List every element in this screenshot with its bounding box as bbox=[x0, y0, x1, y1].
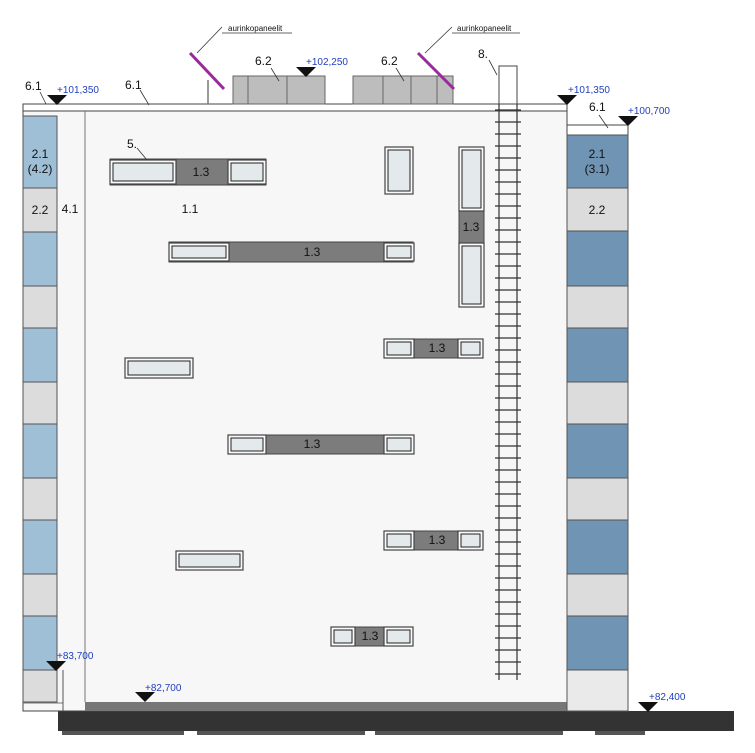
main-facade bbox=[22, 110, 568, 712]
window-glass bbox=[230, 162, 264, 182]
window-band-label: 1.3 bbox=[304, 245, 321, 259]
label-corner-strip: 4.1 bbox=[62, 202, 79, 216]
elev-right-ground: +82,400 bbox=[649, 692, 686, 703]
roof-parapet bbox=[22, 103, 568, 112]
label-ladder: 8. bbox=[478, 47, 488, 61]
label-side-top-right-sub: (3.1) bbox=[585, 162, 610, 176]
window-glass bbox=[387, 149, 411, 192]
roof-unit-left bbox=[232, 75, 326, 105]
window-band-label: 1.3 bbox=[429, 341, 446, 355]
right-parapet bbox=[566, 124, 629, 136]
window-glass bbox=[386, 629, 411, 644]
label-roof-unit-left: 6.2 bbox=[255, 54, 272, 68]
window-glass bbox=[386, 533, 412, 548]
window-glass bbox=[386, 245, 412, 259]
roof-unit-right bbox=[352, 75, 454, 105]
window-glass bbox=[461, 245, 482, 305]
ladder-shaft-top bbox=[498, 65, 518, 105]
label-roof-edge-right: 6.1 bbox=[589, 100, 606, 114]
window-glass bbox=[171, 245, 227, 259]
elev-right-parapet: +100,700 bbox=[628, 106, 670, 117]
window-band-label: 1.3 bbox=[304, 437, 321, 451]
label-side-top-left-sub: (4.2) bbox=[28, 162, 53, 176]
elev-ground: +82,700 bbox=[145, 683, 182, 694]
window-band-label: 1.3 bbox=[463, 220, 480, 234]
label-side-band-left: 2.2 bbox=[32, 203, 49, 217]
leader-lines bbox=[39, 59, 609, 161]
window-glass bbox=[460, 533, 481, 548]
window-glass bbox=[230, 437, 264, 452]
foundation-segments bbox=[62, 731, 645, 735]
elev-roof-right: +101,350 bbox=[568, 85, 610, 96]
elev-roof-left: +101,350 bbox=[57, 85, 99, 96]
left-side-column bbox=[22, 115, 58, 703]
window-glass bbox=[460, 341, 481, 356]
label-solar-left: aurinkopaneelit bbox=[228, 24, 283, 33]
solar-panel-right bbox=[416, 26, 520, 91]
ladder bbox=[495, 104, 521, 680]
window-band-label: 1.3 bbox=[193, 165, 210, 179]
label-window-ref: 5. bbox=[127, 137, 137, 151]
elev-roof-unit: +102,250 bbox=[306, 57, 348, 68]
label-side-top-left: 2.1 bbox=[32, 147, 49, 161]
label-roof-edge-mid: 6.1 bbox=[125, 78, 142, 92]
ground-slab bbox=[58, 711, 734, 731]
window-band-label: 1.3 bbox=[362, 629, 379, 643]
window-glass bbox=[333, 629, 353, 644]
plinth-band bbox=[85, 702, 567, 711]
window-glass bbox=[386, 341, 412, 356]
elev-left-base: +83,700 bbox=[57, 651, 94, 662]
label-roof-unit-right: 6.2 bbox=[381, 54, 398, 68]
elevation-markers bbox=[46, 67, 658, 712]
solar-panel-left bbox=[188, 26, 292, 91]
label-side-top-right: 2.1 bbox=[589, 147, 606, 161]
window-band-label: 1.3 bbox=[429, 533, 446, 547]
windows: 1.3 1.3 1.3 1.3 1.3 1.3 1.3 bbox=[109, 146, 485, 647]
window-glass bbox=[127, 360, 191, 376]
label-solar-right: aurinkopaneelit bbox=[457, 24, 512, 33]
right-side-column bbox=[566, 134, 629, 712]
window-glass bbox=[112, 162, 174, 182]
label-side-band-right: 2.2 bbox=[589, 203, 606, 217]
label-main-wall: 1.1 bbox=[182, 202, 199, 216]
window-glass bbox=[386, 437, 412, 452]
label-roof-edge-left: 6.1 bbox=[25, 79, 42, 93]
window-glass bbox=[178, 553, 241, 568]
window-glass bbox=[461, 149, 482, 209]
